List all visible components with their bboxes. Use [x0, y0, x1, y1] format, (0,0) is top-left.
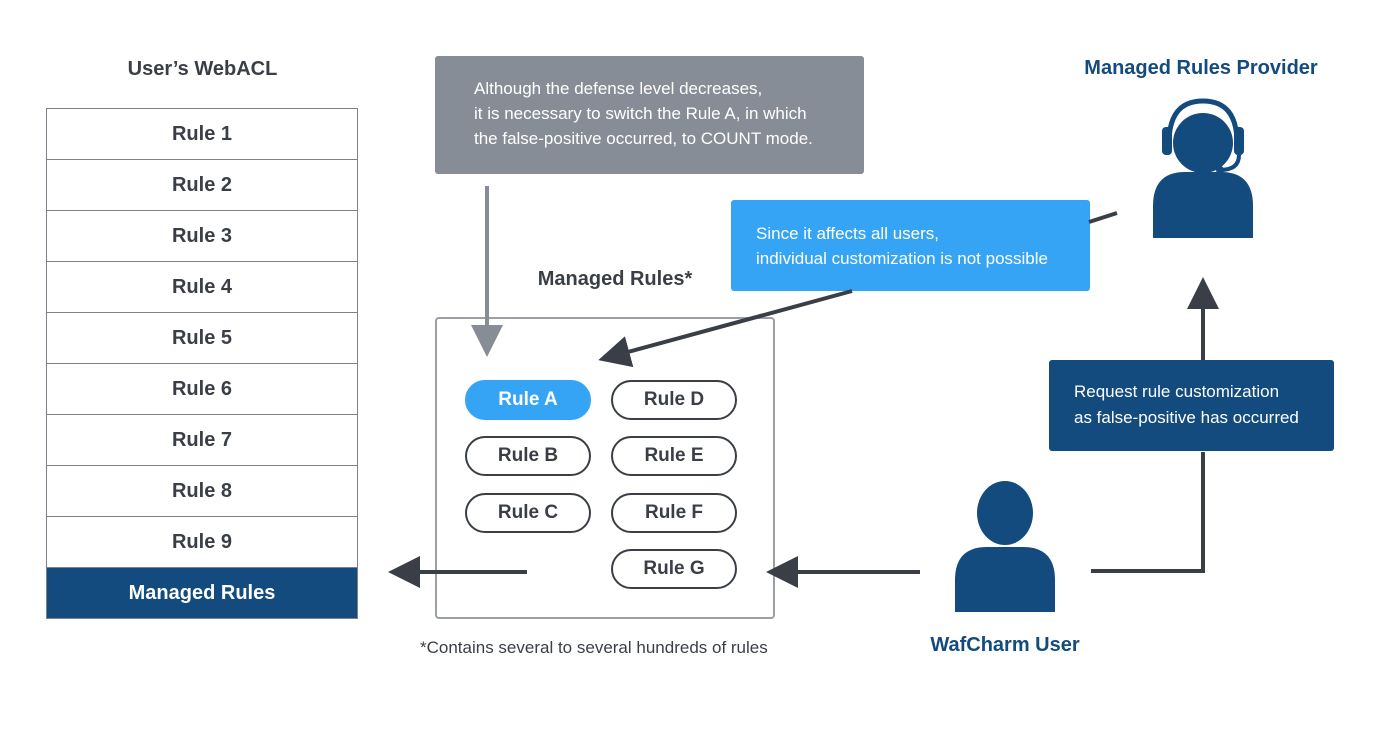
rule-f-pill: Rule F: [611, 493, 737, 533]
managed-rules-box: [435, 317, 775, 619]
headset-person-icon: [1153, 98, 1253, 238]
webacl-rule-9: Rule 9: [47, 517, 357, 568]
all-users-note: Since it affects all users, individual c…: [731, 200, 1090, 291]
rule-b-pill: Rule B: [465, 436, 591, 476]
managed-rules-footnote: *Contains several to several hundreds of…: [420, 638, 768, 657]
webacl-rule-3: Rule 3: [47, 211, 357, 262]
rule-e-pill: Rule E: [611, 436, 737, 476]
count-mode-note-line-2: it is necessary to switch the Rule A, in…: [474, 104, 807, 123]
provider-label: Managed Rules Provider: [1084, 57, 1318, 79]
webacl-rule-list: Rule 1 Rule 2 Rule 3 Rule 4 Rule 5 Rule …: [46, 108, 358, 619]
request-note-line-1: Request rule customization: [1074, 382, 1280, 401]
provider-note-connector: [1088, 211, 1118, 224]
webacl-rule-6: Rule 6: [47, 364, 357, 415]
request-note-line-2: as false-positive has occurred: [1074, 408, 1299, 427]
all-users-note-line-2: individual customization is not possible: [756, 249, 1048, 268]
count-mode-note-line-1: Although the defense level decreases,: [474, 79, 763, 98]
all-users-arrow: [598, 289, 853, 368]
webacl-managed-rules-row: Managed Rules: [47, 568, 357, 618]
webacl-rule-5: Rule 5: [47, 313, 357, 364]
rule-c-pill: Rule C: [465, 493, 591, 533]
rule-d-pill: Rule D: [611, 380, 737, 420]
request-path: [1091, 452, 1205, 573]
webacl-rule-8: Rule 8: [47, 466, 357, 517]
webacl-rule-4: Rule 4: [47, 262, 357, 313]
rule-a-pill: Rule A: [465, 380, 591, 420]
count-mode-note-line-3: the false-positive occurred, to COUNT mo…: [474, 129, 813, 148]
webacl-rule-1: Rule 1: [47, 109, 357, 160]
webacl-rule-2: Rule 2: [47, 160, 357, 211]
user-person-icon: [955, 481, 1055, 612]
webacl-title: User’s WebACL: [127, 58, 278, 80]
count-mode-note: Although the defense level decreases, it…: [435, 56, 864, 174]
all-users-note-line-1: Since it affects all users,: [756, 224, 939, 243]
rule-g-pill: Rule G: [611, 549, 737, 589]
request-customization-note: Request rule customization as false-posi…: [1049, 360, 1334, 451]
managed-rules-title: Managed Rules*: [537, 268, 693, 290]
wafcharm-user-label: WafCharm User: [930, 634, 1080, 656]
webacl-rule-7: Rule 7: [47, 415, 357, 466]
